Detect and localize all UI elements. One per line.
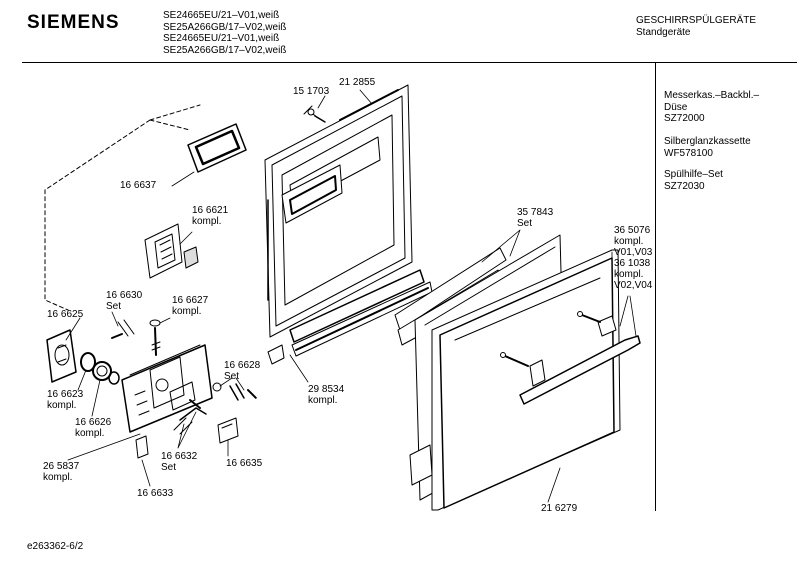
part-label-group: 16 6628 Set [224, 360, 260, 382]
outer-door-216279 [409, 249, 621, 511]
part-label-group: 36 5076 kompl. V01,V03 36 1038 kompl. V0… [614, 225, 652, 291]
part-label: 16 6637 [120, 180, 157, 191]
part-label-group: 16 6626 kompl. [75, 417, 111, 439]
part-note: kompl. [43, 472, 73, 483]
part-label: 16 6633 [137, 488, 174, 499]
part-note: V01,V03 [614, 247, 653, 258]
dispenser-opening [281, 164, 343, 224]
model-line: SE24665EU/21–V01,weiß [163, 33, 280, 44]
category-title: GESCHIRRSPÜLGERÄTE [636, 15, 757, 26]
part-number: 16 6621 [192, 205, 229, 216]
category-block: GESCHIRRSPÜLGERÄTE Standgeräte [636, 15, 756, 38]
part-number: 16 6623 [47, 389, 84, 400]
part-note: V02,V04 [614, 280, 653, 291]
accessory-item: Spülhilfe–Set SZ72030 [664, 169, 723, 192]
accessory-code: SZ72030 [664, 180, 705, 192]
handle-screw-left [500, 352, 529, 367]
part-label-group: 16 6623 kompl. [47, 389, 83, 411]
part-label-group: 16 6632 Set [161, 451, 197, 473]
accessory-name: Silberglanzkassette [664, 136, 751, 147]
clip-166633 [135, 435, 149, 459]
dispenser-lid-166621 [144, 223, 199, 279]
part-label: 21 6279 [541, 503, 578, 514]
model-line: SE25A266GB/17–V02,weiß [163, 44, 287, 56]
part-label-group: 16 6630 Set [106, 290, 142, 312]
part-number: 16 6632 [161, 451, 198, 462]
part-note: Set [106, 301, 122, 312]
assembly-dashed-outline [44, 104, 201, 311]
part-note: Set [517, 218, 533, 229]
part-label: 16 6635 [226, 458, 263, 469]
part-label: 15 1703 [293, 86, 330, 97]
accessory-code: SZ72000 [664, 113, 705, 124]
part-number: 16 6630 [106, 290, 143, 301]
accessory-item: Silberglanzkassette WF578100 [664, 136, 751, 159]
valve-166627 [149, 319, 161, 356]
screw-151703 [303, 105, 326, 123]
handle-screw-right [577, 311, 601, 323]
leader-lines [65, 89, 637, 503]
brand-logo: SIEMENS [27, 12, 120, 33]
part-note: kompl. [172, 306, 202, 317]
part-note: kompl. [47, 400, 77, 411]
part-number: 16 6628 [224, 360, 261, 371]
part-label: 21 2855 [339, 77, 376, 88]
accessory-code: WF578100 [664, 147, 713, 159]
frame-gasket-166637 [187, 123, 247, 173]
part-label-group: 26 5837 kompl. [43, 461, 79, 483]
accessory-name: Spülhilfe–Set [664, 169, 723, 180]
seal-ring-166626 [92, 361, 120, 385]
sensor-166635 [217, 417, 239, 444]
category-subtitle: Standgeräte [636, 26, 691, 38]
part-number: 36 5076 [614, 225, 651, 236]
header-divider [22, 62, 797, 63]
part-note: Set [161, 462, 177, 473]
part-number: 16 6627 [172, 295, 209, 306]
accessory-name: Düse [664, 101, 688, 113]
part-number: 16 6626 [75, 417, 112, 428]
part-label-group: 35 7843 Set [517, 207, 553, 229]
part-label-group: 29 8534 kompl. [308, 384, 344, 406]
sidebar-divider [655, 63, 656, 511]
seal-ring-166623 [80, 352, 96, 372]
spring-set-166630 [111, 319, 135, 339]
part-note: kompl. [192, 216, 222, 227]
part-note: Set [224, 371, 240, 382]
lower-seal-298534 [267, 269, 433, 365]
part-number: 29 8534 [308, 384, 345, 395]
accessory-item: Messerkas.–Backbl.– Düse SZ72000 [664, 90, 759, 125]
dispenser-housing-265837 [121, 344, 213, 433]
part-label-group: 16 6621 kompl. [192, 205, 228, 227]
part-number: 26 5837 [43, 461, 80, 472]
door-handle [519, 315, 641, 405]
part-note: kompl. [614, 236, 644, 247]
part-number: 35 7843 [517, 207, 554, 218]
model-list: SE24665EU/21–V01,weiß SE25A266GB/17–V02,… [163, 10, 286, 56]
flap-166625 [46, 329, 77, 383]
model-line: SE25A266GB/17–V02,weiß [163, 21, 287, 33]
small-parts-166628 [212, 382, 257, 401]
part-note: kompl. [75, 428, 105, 439]
inner-door-panel [264, 84, 413, 338]
part-label: 16 6625 [47, 309, 84, 320]
part-note: kompl. [614, 269, 644, 280]
drawing-id: e263362-6/2 [27, 541, 84, 552]
model-line: SE24665EU/21–V01,weiß [163, 10, 280, 21]
part-number: 36 1038 [614, 258, 651, 269]
part-note: kompl. [308, 395, 338, 406]
accessory-name: Messerkas.–Backbl.– [664, 90, 760, 101]
part-label-group: 16 6627 kompl. [172, 295, 208, 317]
